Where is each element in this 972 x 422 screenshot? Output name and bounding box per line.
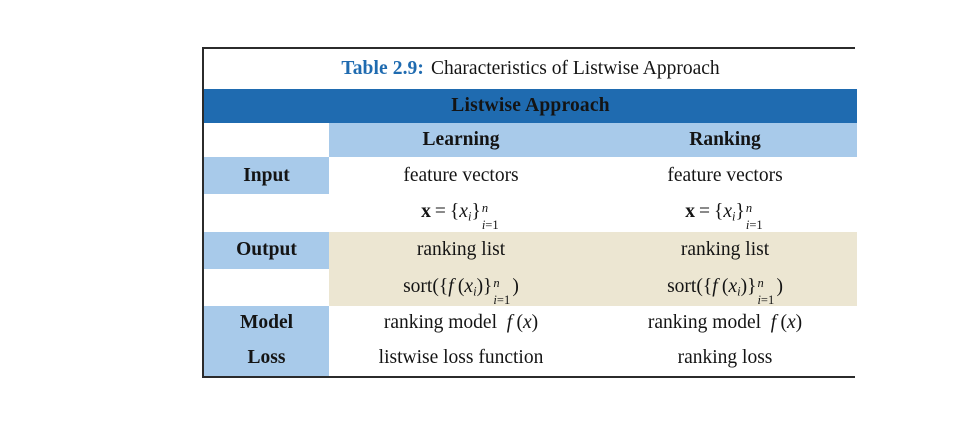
caption-row: Table 2.9: Characteristics of Listwise Ap… — [204, 49, 858, 90]
table-caption: Table 2.9: Characteristics of Listwise Ap… — [204, 49, 858, 90]
loss-learning-text: listwise loss function — [329, 340, 593, 376]
row-label-input-cont — [204, 194, 329, 232]
row-label-loss: Loss — [204, 340, 329, 376]
column-header-learning: Learning — [329, 123, 593, 158]
caption-number: Table 2.9: — [341, 57, 425, 79]
table-2-9: Table 2.9: Characteristics of Listwise Ap… — [202, 47, 858, 378]
row-loss: Loss listwise loss function ranking loss — [204, 340, 858, 376]
column-header-row: Learning Ranking — [204, 123, 858, 158]
model-learning-value: ranking model f (x) — [329, 305, 593, 341]
input-ranking-text: feature vectors — [593, 157, 858, 195]
row-label-model: Model — [204, 305, 329, 341]
row-label-output: Output — [204, 231, 329, 269]
model-ranking-text: ranking model — [647, 312, 762, 334]
output-ranking-text: ranking list — [593, 231, 858, 269]
banner-label: Listwise Approach — [204, 89, 858, 124]
input-learning-text: feature vectors — [329, 157, 593, 195]
caption-title: Characteristics of Listwise Approach — [431, 57, 720, 79]
row-label-output-cont — [204, 268, 329, 306]
model-ranking-value: ranking model f (x) — [593, 305, 858, 341]
column-header-ranking: Ranking — [593, 123, 858, 158]
output-learning-text: ranking list — [329, 231, 593, 269]
model-learning-text: ranking model — [383, 312, 498, 334]
column-header-blank — [204, 123, 329, 158]
characteristics-table: Table 2.9: Characteristics of Listwise Ap… — [204, 49, 858, 376]
loss-ranking-text: ranking loss — [593, 340, 858, 376]
banner-row: Listwise Approach — [204, 89, 858, 124]
row-output-line1: Output ranking list ranking list — [204, 231, 858, 269]
row-input-line1: Input feature vectors feature vectors — [204, 157, 858, 195]
row-model: Model ranking model f (x) ranking model … — [204, 305, 858, 341]
row-label-input: Input — [204, 157, 329, 195]
